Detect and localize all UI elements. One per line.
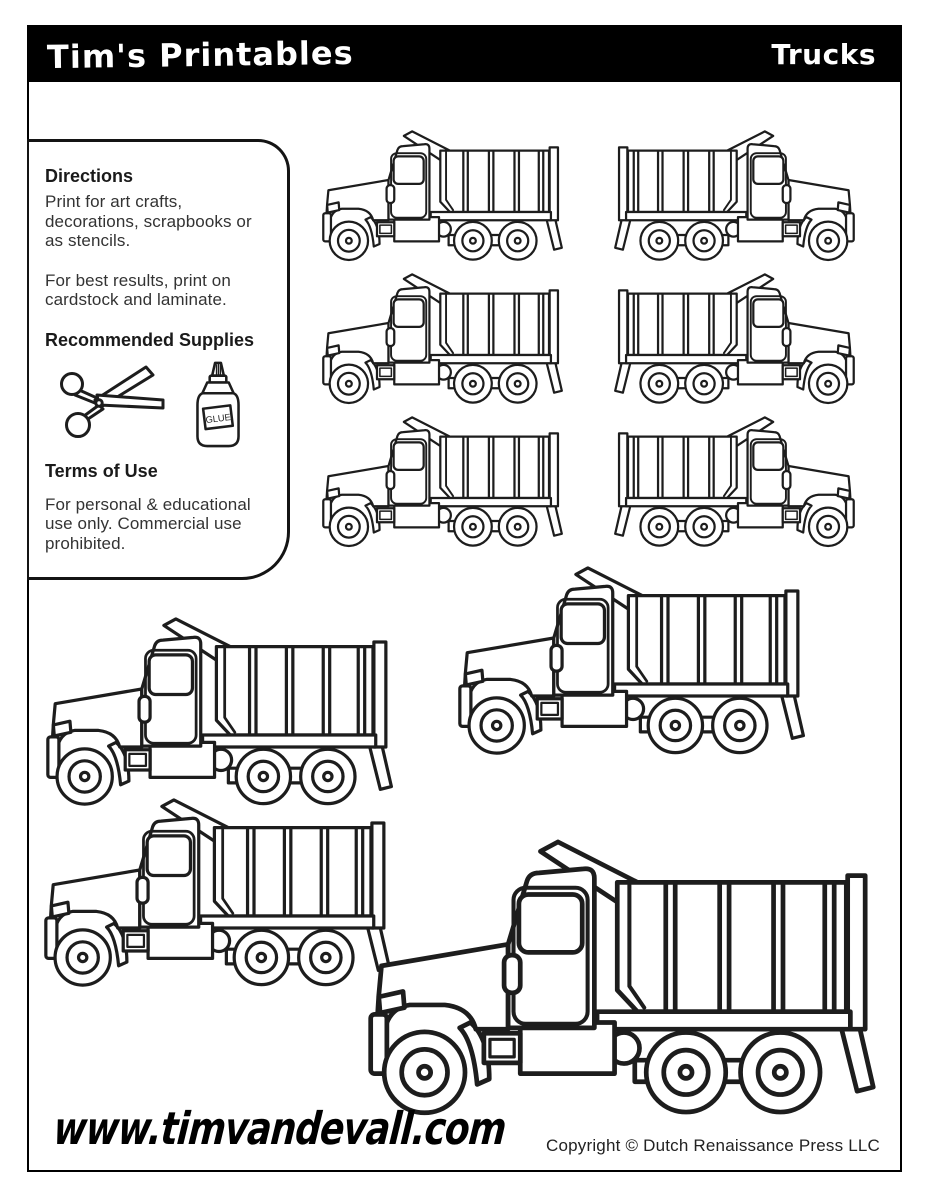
dump-truck-small-4 xyxy=(614,273,855,405)
dump-truck-small-3 xyxy=(322,273,563,405)
dump-truck-medium-2 xyxy=(458,566,806,755)
terms-heading: Terms of Use xyxy=(45,460,158,481)
header-bar: Tim's Printables Trucks xyxy=(29,27,900,82)
directions-text-1: Print for art crafts, decorations, scrap… xyxy=(45,192,252,250)
dump-truck-small-5 xyxy=(322,416,563,548)
dump-truck-medium-3 xyxy=(44,798,392,987)
brand-logo: Tim's Printables xyxy=(46,33,354,76)
copyright-text: Copyright © Dutch Renaissance Press LLC xyxy=(545,1136,880,1155)
page-title: Trucks xyxy=(771,38,876,71)
scissors-icon xyxy=(60,365,165,438)
directions-text-2: For best results, print on cardstock and… xyxy=(45,270,231,310)
dump-truck-large-1 xyxy=(368,839,880,1117)
directions-heading: Directions xyxy=(45,166,134,186)
dump-truck-small-1 xyxy=(322,130,563,262)
website-url: www.timvandevall.com xyxy=(51,1104,508,1156)
dump-truck-small-2 xyxy=(614,130,855,262)
glue-label: GLUE xyxy=(205,412,231,425)
dump-truck-small-6 xyxy=(614,416,855,548)
dump-truck-medium-1 xyxy=(46,617,394,806)
supplies-heading: Recommended Supplies xyxy=(45,329,255,350)
terms-text: For personal & educational use only. Com… xyxy=(45,494,251,553)
supplies-icons: GLUE xyxy=(45,361,275,449)
info-panel: Directions Print for art crafts, decorat… xyxy=(27,139,290,580)
glue-bottle-icon: GLUE xyxy=(196,361,240,447)
